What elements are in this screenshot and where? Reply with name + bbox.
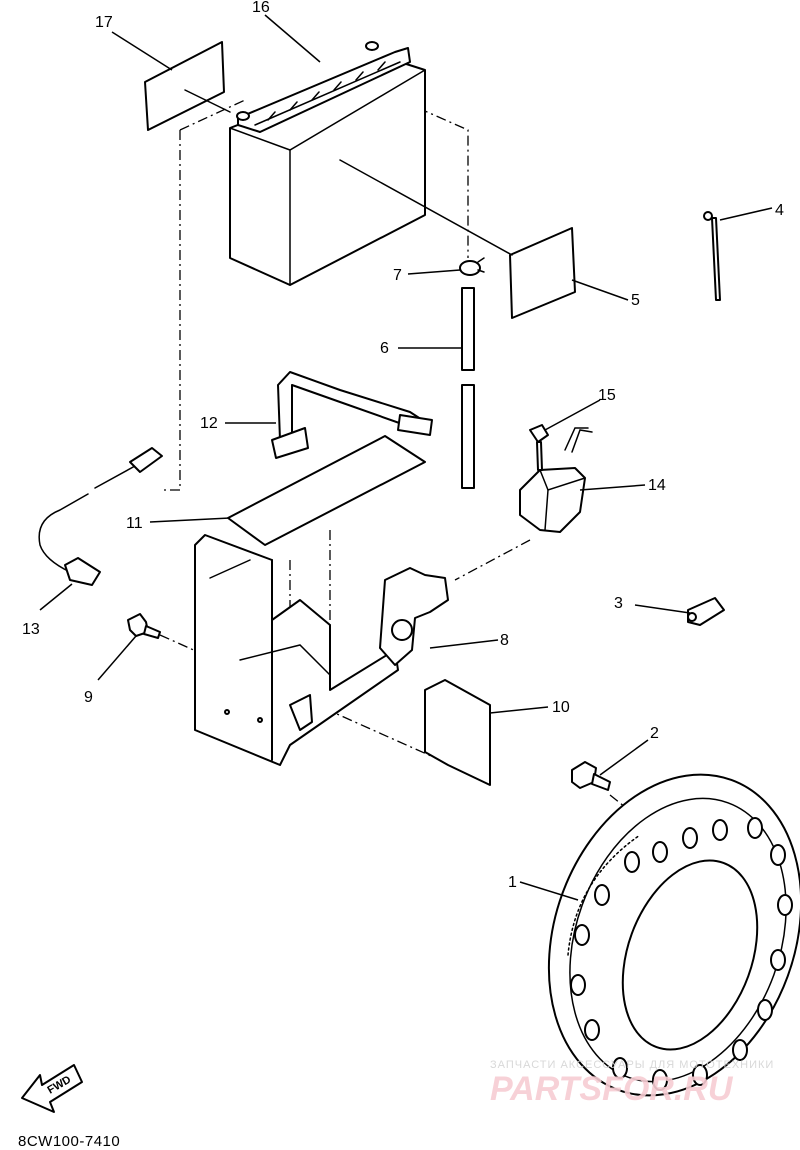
callout-6: 6 <box>380 340 389 357</box>
battery-sheet <box>339 159 576 319</box>
leader-lines <box>39 14 773 901</box>
callout-2: 2 <box>650 725 659 742</box>
callout-16: 16 <box>252 0 270 16</box>
callout-15: 15 <box>598 387 616 404</box>
callout-12: 12 <box>200 415 218 432</box>
watermark: ЗАПЧАСТИ АКСЕССУАРЫ ДЛЯ МОТОТЕХНИКИ PART… <box>490 1059 774 1108</box>
callout-4: 4 <box>775 202 784 219</box>
callout-17: 17 <box>95 14 113 31</box>
battery <box>229 41 426 286</box>
starter-relay <box>519 427 593 533</box>
drawing-code: 8CW100-7410 <box>18 1133 120 1150</box>
bolt-2 <box>571 761 611 791</box>
hook-pin <box>703 211 721 301</box>
rotor-holes <box>570 817 793 1091</box>
callout-10: 10 <box>552 699 570 716</box>
callout-11: 11 <box>126 515 143 532</box>
battery-band <box>271 371 433 459</box>
wire-lead <box>38 447 163 586</box>
hose-clamp <box>459 257 485 276</box>
callout-14: 14 <box>648 477 666 494</box>
rubber-sheet <box>424 679 491 786</box>
callout-3: 3 <box>614 595 623 612</box>
clip-3 <box>687 597 725 626</box>
label-sticker <box>144 41 231 131</box>
bolt-9 <box>127 613 161 639</box>
callout-7: 7 <box>393 267 402 284</box>
callout-8: 8 <box>500 632 509 649</box>
breather-hose <box>461 287 475 489</box>
battery-pad <box>227 435 426 546</box>
fwd-arrow-icon: FWD <box>21 1064 83 1113</box>
callout-13: 13 <box>22 621 40 638</box>
screw-15 <box>529 424 549 471</box>
callout-1: 1 <box>508 874 517 891</box>
battery-box <box>194 534 449 766</box>
callout-labels: 17 16 4 5 7 6 15 12 14 11 3 13 8 9 10 2 … <box>22 0 784 891</box>
watermark-brand: PARTSFOR.RU <box>490 1070 734 1108</box>
rotor-disc <box>547 773 800 1097</box>
callout-5: 5 <box>631 292 640 309</box>
watermark-tagline: ЗАПЧАСТИ АКСЕССУАРЫ ДЛЯ МОТОТЕХНИКИ <box>490 1059 774 1071</box>
callout-9: 9 <box>84 689 93 706</box>
